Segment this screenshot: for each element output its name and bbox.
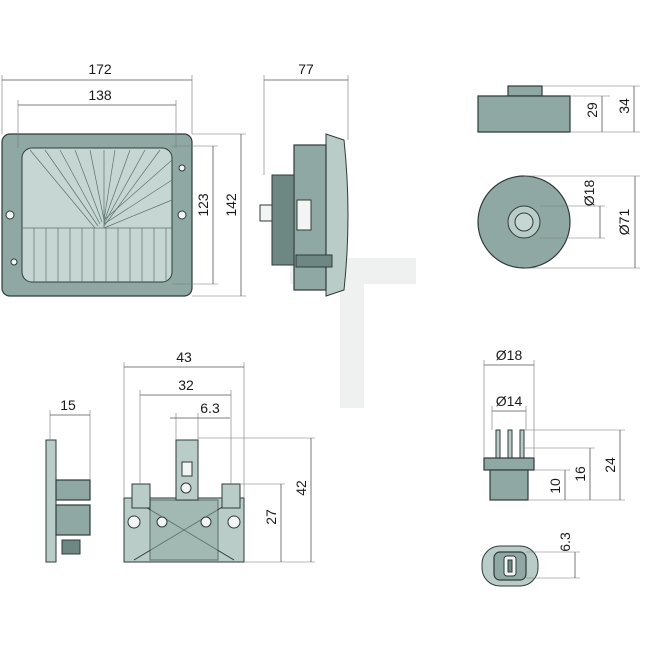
dim-plug-terminal-width: 6.3 <box>557 532 573 552</box>
dim-bracket-thickness: 15 <box>60 397 76 413</box>
headlamp-front-view <box>1 133 193 297</box>
front-view-dimensions <box>1 75 246 297</box>
dim-socket-terminal-width: 6.3 <box>200 400 220 416</box>
right-terminal <box>221 483 241 509</box>
dim-cap-hole-diameter: Ø18 <box>581 180 597 207</box>
plug-bottom-view <box>481 545 539 587</box>
dim-front-height-outer: 142 <box>223 193 239 217</box>
dim-plug-outer-diameter: Ø18 <box>496 347 523 363</box>
plug-bottom-dimensions <box>526 551 580 579</box>
side-view-dimensions <box>263 75 349 175</box>
dim-plug-height-16: 16 <box>572 466 588 482</box>
dim-cap-height-large: 34 <box>616 98 632 114</box>
dim-side-depth: 77 <box>298 61 314 77</box>
socket-front-view <box>123 439 245 563</box>
dim-front-height-inner: 123 <box>195 193 211 217</box>
lens-pattern <box>22 149 173 282</box>
dim-front-width-outer: 172 <box>88 61 112 77</box>
dim-cap-outer-diameter: Ø71 <box>616 209 632 236</box>
plug-side-dimensions <box>483 360 625 501</box>
cap-front-view <box>477 175 571 269</box>
bracket-side-view <box>45 439 91 563</box>
dim-socket-width: 43 <box>176 349 192 365</box>
dim-socket-height-small: 27 <box>263 509 279 525</box>
dim-front-width-inner: 138 <box>88 87 112 103</box>
cap-side-view <box>477 85 571 133</box>
adjust-screw-icon <box>178 164 186 172</box>
mounting-hole-left <box>5 210 15 220</box>
adjust-screw-icon <box>10 258 18 266</box>
bracket-side-dimensions <box>49 410 91 480</box>
dim-plug-height-10: 10 <box>547 478 563 494</box>
dim-plug-height-24: 24 <box>602 457 618 473</box>
socket-front-dimensions <box>123 362 315 563</box>
plug-side-view <box>483 429 535 501</box>
mounting-hole-right <box>177 210 187 220</box>
dim-plug-inner-diameter: Ø14 <box>496 393 523 409</box>
adjuster-screw <box>295 254 333 268</box>
dim-socket-terminal-span: 32 <box>178 377 194 393</box>
cap-side-dimensions <box>542 85 640 133</box>
dim-socket-height-large: 42 <box>293 480 309 496</box>
left-terminal <box>131 483 151 509</box>
cap-front-dimensions <box>524 175 640 269</box>
dim-cap-height-small: 29 <box>584 102 600 118</box>
headlamp-side-view <box>259 133 349 297</box>
